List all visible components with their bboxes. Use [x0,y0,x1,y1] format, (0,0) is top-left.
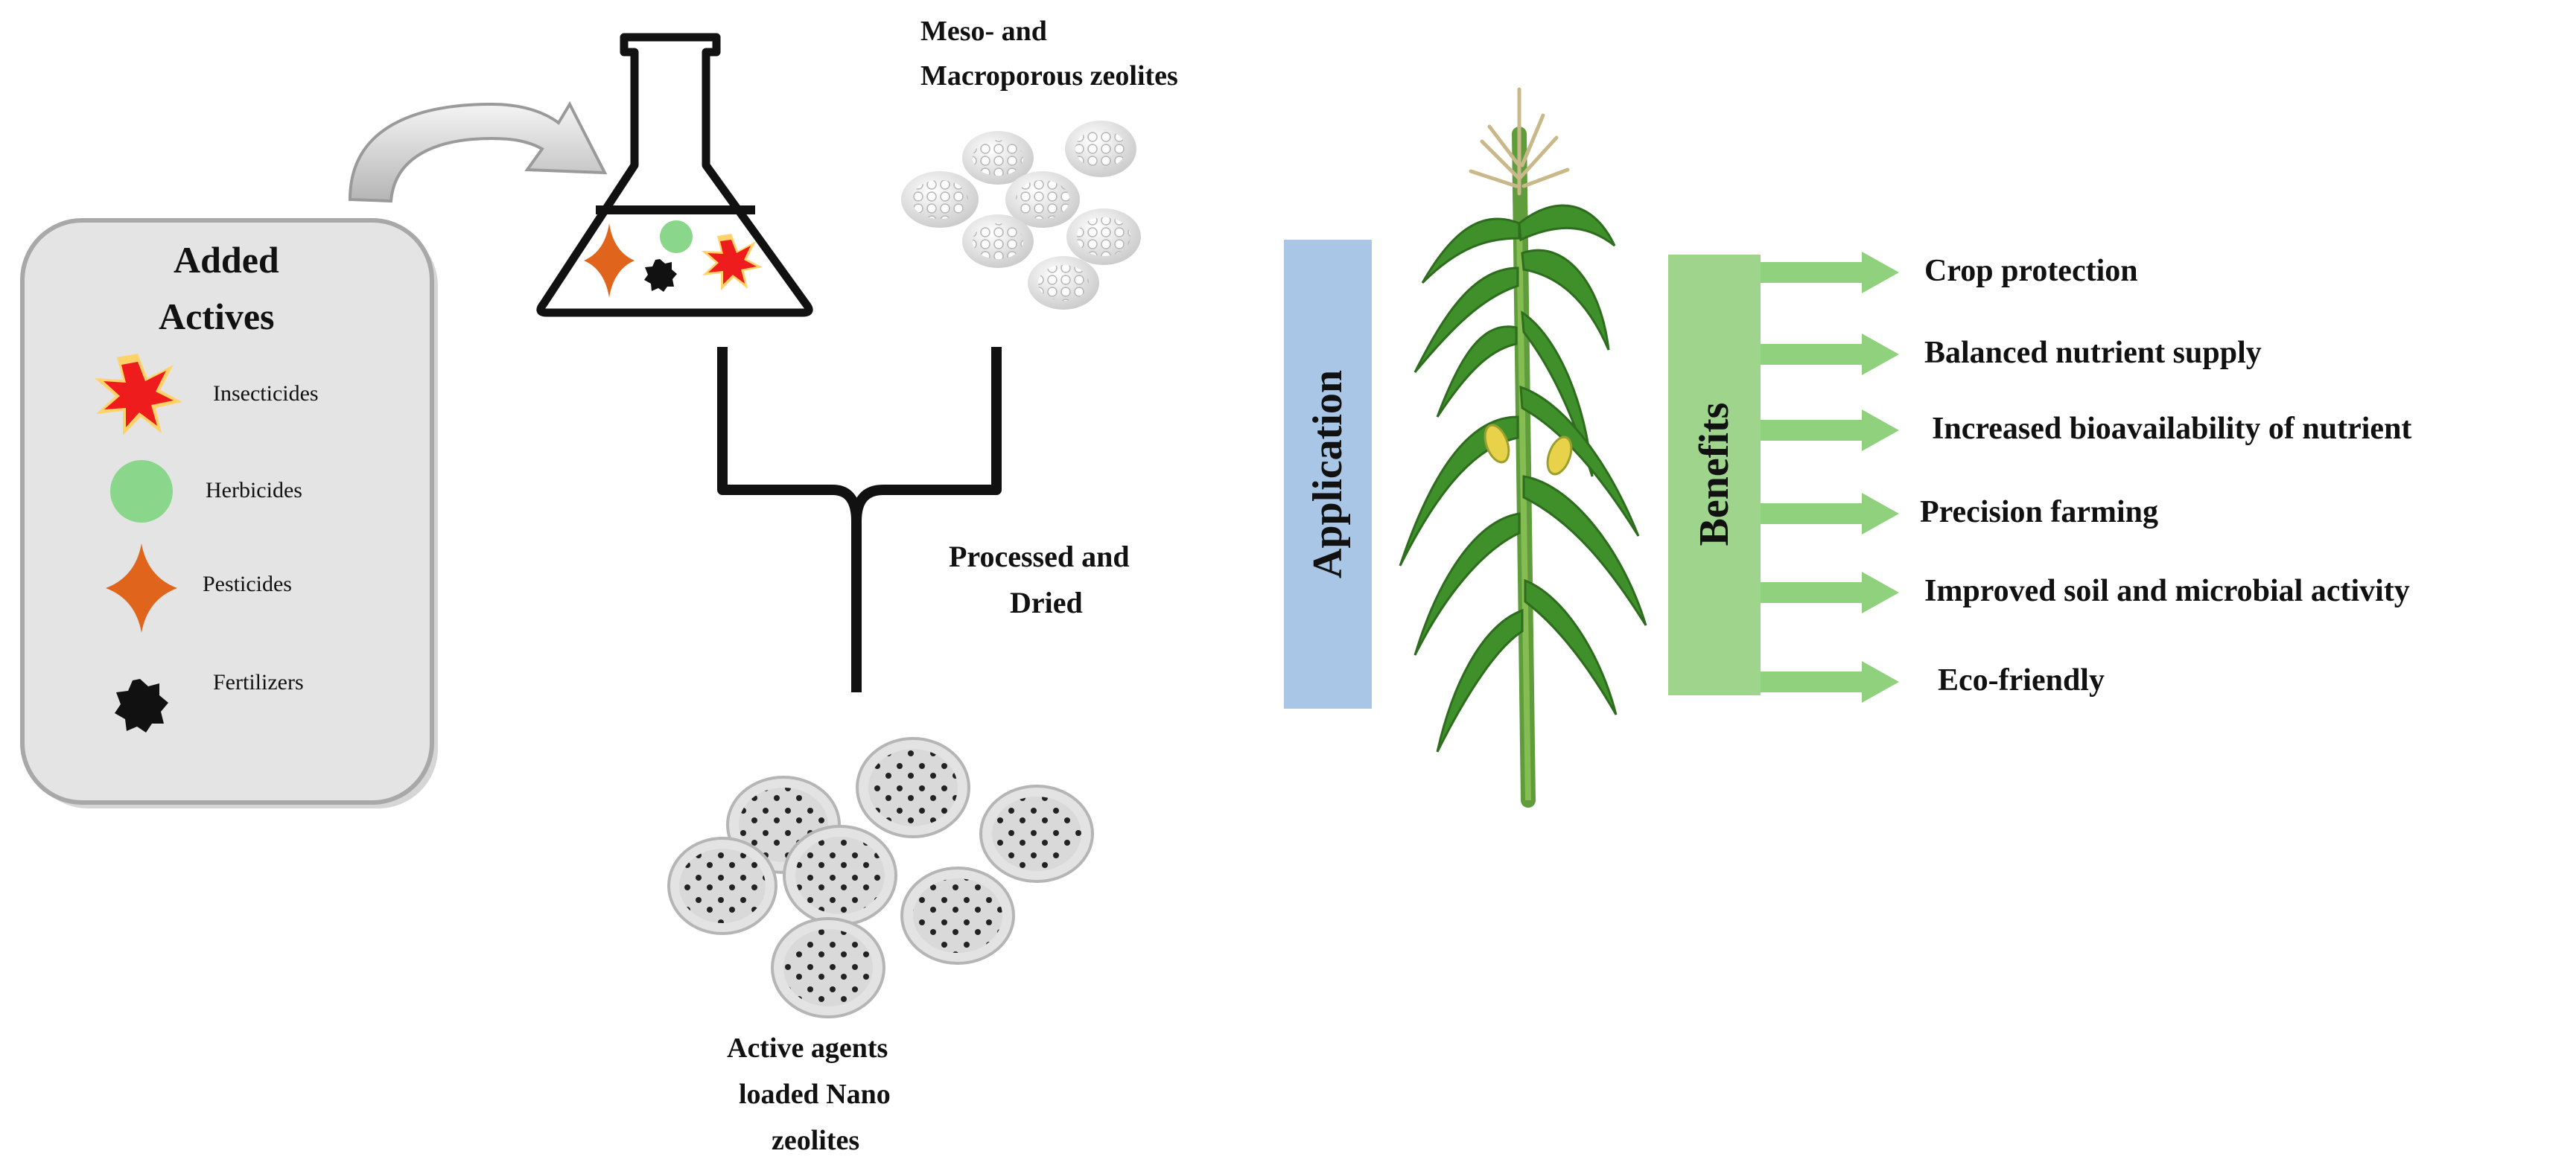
legend-label-pesticides: Pesticides [203,572,292,596]
zeolite-particle [962,131,1034,185]
benefit-label: Eco-friendly [1938,663,2105,698]
merge-funnel-lines [717,347,1002,692]
flask-fertilizer-icon [644,259,677,292]
process-label-line2: Dried [1010,586,1083,619]
legend-label-insecticides: Insecticides [213,381,319,406]
mixing-flask [536,33,813,317]
benefit-arrow [1761,661,1899,703]
loaded-zeolite-particle [771,917,885,1018]
zeolite-particle [962,214,1034,268]
fertilizer-cog-icon [115,679,168,733]
loaded-zeolite-particle [667,837,777,935]
benefit-label: Balanced nutrient supply [1924,336,2262,370]
zeolite-particle [1028,256,1099,310]
benefit-arrow [1761,409,1899,451]
product-label-line1: Active agents [727,1033,888,1064]
benefit-label: Crop protection [1924,254,2138,288]
benefit-label: Improved soil and microbial activity [1924,574,2410,608]
process-label-line1: Processed and [949,540,1130,573]
flask-pesticide-icon [584,223,635,298]
flow-curve-arrow [348,100,608,203]
zeolite-particle [1005,171,1080,228]
actives-panel-title-line1: Added [174,239,279,281]
product-label-line2: loaded Nano [739,1079,891,1110]
loaded-zeolite-cluster [667,737,1094,1018]
benefit-label: Precision farming [1920,495,2159,529]
legend-label-fertilizers: Fertilizers [213,670,304,695]
pesticide-star-icon [106,543,177,633]
herbicide-circle-icon [110,460,173,523]
benefit-label: Increased bioavailability of nutrient [1932,412,2412,446]
benefit-arrow [1761,572,1899,613]
added-actives-panel [20,218,438,808]
benefit-arrow [1761,334,1899,375]
zeolite-particle [1066,208,1141,265]
insecticide-burst-icon [95,354,182,435]
zeolites-label-line2: Macroporous zeolites [920,60,1178,92]
actives-panel-title-line2: Actives [159,296,275,337]
benefit-arrow [1761,493,1899,535]
maize-plant-illustration [1399,87,1647,808]
zeolite-particle [901,171,979,228]
loaded-zeolite-particle [856,737,970,838]
porous-zeolite-cluster [901,121,1141,310]
loaded-zeolite-particle [979,785,1094,883]
flask-insecticide-icon [702,234,763,290]
benefit-arrow [1761,252,1899,293]
benefits-label: Benefits [1691,402,1737,546]
flask-herbicide-icon [660,220,693,253]
application-bar [1284,240,1372,709]
zeolites-label-line1: Meso- and [920,16,1047,47]
zeolite-particle [1065,121,1136,177]
loaded-zeolite-particle [900,867,1015,965]
legend-label-herbicides: Herbicides [206,478,302,502]
product-label-line3: zeolites [772,1125,860,1156]
benefits-bar [1668,255,1761,695]
loaded-zeolite-particle [783,825,897,926]
application-label: Application [1305,369,1351,579]
